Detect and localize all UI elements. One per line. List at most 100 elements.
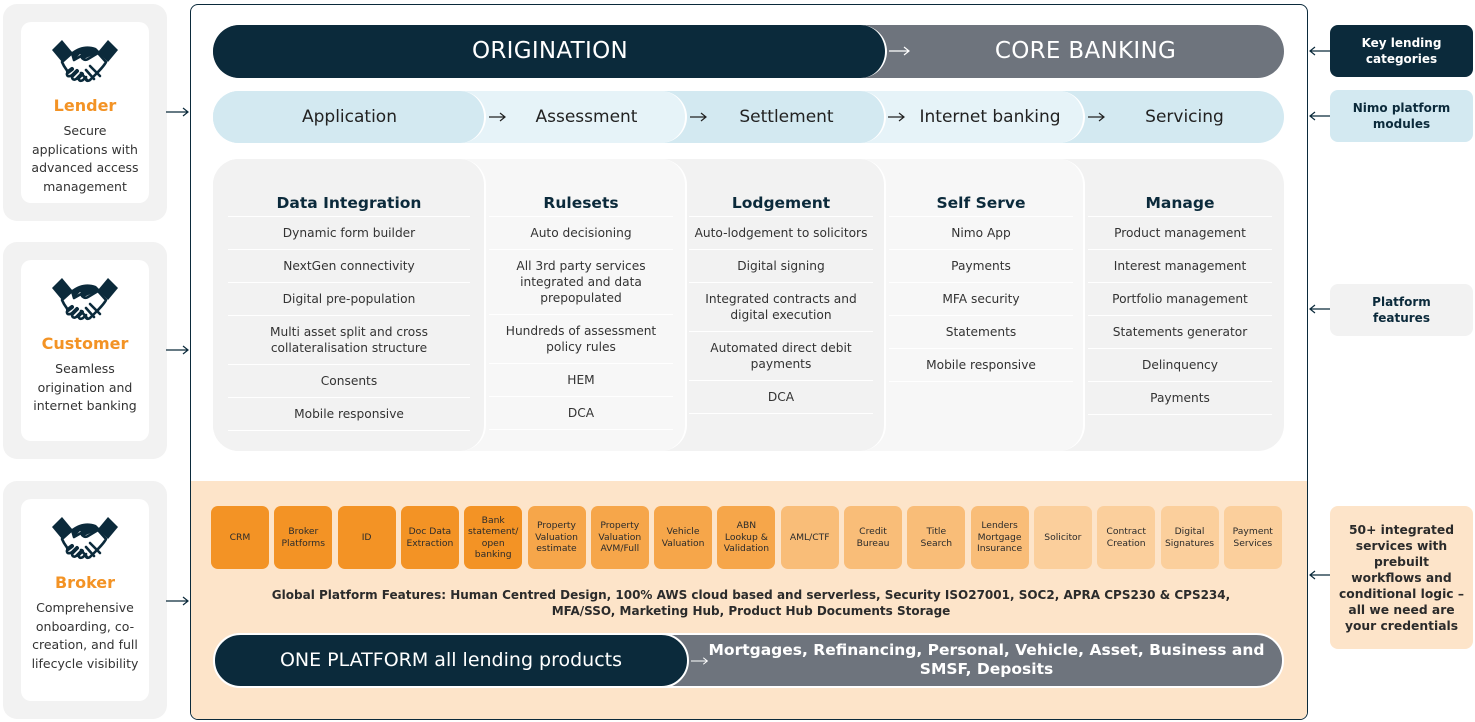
one-platform-pill (213, 633, 689, 688)
persona-title: Lender (53, 96, 117, 115)
handshake-icon (50, 274, 120, 330)
legend-label: Nimo platform modules (1352, 101, 1451, 131)
feature-column-title: Rulesets (489, 189, 673, 217)
feature-item: All 3rd party services integrated and da… (489, 250, 673, 315)
feature-item: Integrated contracts and digital executi… (689, 283, 873, 332)
feature-item: Digital pre-population (228, 283, 470, 316)
origination-label: ORIGINATION (471, 38, 629, 64)
arrow-left-icon (1308, 111, 1332, 121)
category-origination (213, 25, 887, 78)
legend-platform-features: Platform features (1330, 284, 1473, 336)
module-label: Internet banking (919, 107, 1061, 127)
integration-tile: Lenders Mortgage Insurance (970, 506, 1029, 569)
legend-label: 50+ integrated services with prebuilt wo… (1339, 522, 1464, 633)
integration-tile: CRM (211, 506, 269, 569)
arrow-left-icon (1308, 46, 1332, 56)
persona-card: Customer Seamless origination and intern… (21, 260, 149, 441)
feature-item: Statements generator (1088, 316, 1272, 349)
arrow-left-icon (1308, 570, 1332, 580)
feature-item: Consents (228, 365, 470, 398)
arrow-left-icon (1308, 304, 1332, 314)
integration-tile: Vehicle Valuation (654, 506, 713, 569)
global-platform-features: Global Platform Features: Human Centred … (271, 588, 1231, 618)
feature-item: Digital signing (689, 250, 873, 283)
feature-item: Auto-lodgement to solicitors (689, 217, 873, 250)
integration-tile: Payment Services (1223, 506, 1282, 569)
legend-label: Key lending categories (1361, 36, 1442, 66)
integration-tile: Solicitor (1033, 506, 1092, 569)
feature-item: DCA (689, 381, 873, 414)
persona-description: Secure applications with advanced access… (31, 123, 139, 194)
module-label: Servicing (1145, 107, 1224, 127)
legend-key-lending-categories: Key lending categories (1330, 25, 1473, 77)
feature-item: Mobile responsive (228, 398, 470, 431)
feature-item: Mobile responsive (889, 349, 1073, 382)
module-label: Application (302, 107, 397, 127)
category-bar: ORIGINATION CORE BANKING (213, 25, 1284, 78)
core-banking-label: CORE BANKING (994, 38, 1177, 64)
persona-description: Seamless origination and internet bankin… (33, 361, 137, 413)
integration-tile: ABN Lookup & Validation (717, 506, 776, 569)
feature-item: Auto decisioning (489, 217, 673, 250)
feature-item: Payments (1088, 382, 1272, 415)
feature-column-title: Manage (1088, 189, 1272, 217)
persona-lender: Lender Secure applications with advanced… (3, 4, 167, 221)
feature-item: Automated direct debit payments (689, 332, 873, 381)
feature-item: Portfolio management (1088, 283, 1272, 316)
integration-tile: Bank statement/ open banking (464, 506, 523, 569)
integration-tile: Contract Creation (1097, 506, 1156, 569)
persona-title: Broker (54, 573, 116, 592)
handshake-icon (50, 36, 120, 92)
column-bg-data-integration (213, 159, 486, 451)
platform-frame: ORIGINATION CORE BANKING Application Ass… (190, 4, 1308, 720)
arrow-right-icon (888, 112, 906, 122)
integration-tile: Property Valuation AVM/Full (590, 506, 649, 569)
feature-item: Interest management (1088, 250, 1272, 283)
feature-item: MFA security (889, 283, 1073, 316)
module-label: Assessment (535, 107, 638, 127)
integration-tile: Digital Signatures (1160, 506, 1219, 569)
products-bar: ONE PLATFORM all lending products Mortga… (213, 633, 1284, 688)
feature-item: NextGen connectivity (228, 250, 470, 283)
persona-title: Customer (41, 334, 129, 353)
feature-column-title: Self Serve (889, 189, 1073, 217)
feature-item: Nimo App (889, 217, 1073, 250)
persona-card: Lender Secure applications with advanced… (21, 22, 149, 203)
integration-tile: AML/CTF (780, 506, 839, 569)
feature-item: Dynamic form builder (228, 217, 470, 250)
module-label: Settlement (739, 107, 834, 127)
feature-item: HEM (489, 364, 673, 397)
integration-tile: Title Search (907, 506, 966, 569)
feature-item: DCA (489, 397, 673, 430)
integration-tile: ID (337, 506, 396, 569)
feature-column-title: Lodgement (689, 189, 873, 217)
persona-customer: Customer Seamless origination and intern… (3, 242, 167, 459)
feature-item: Delinquency (1088, 349, 1272, 382)
legend-label: Platform features (1372, 295, 1431, 325)
integration-tile: Credit Bureau (844, 506, 902, 569)
modules-bar: Application Assessment Settlement Intern… (213, 91, 1284, 143)
arrow-right-icon (166, 107, 190, 117)
feature-item: Multi asset split and cross collateralis… (228, 316, 470, 365)
persona-card: Broker Comprehensive onboarding, co-crea… (21, 499, 149, 701)
feature-item: Payments (889, 250, 1073, 283)
arrow-right-icon (166, 596, 190, 606)
one-platform-label: ONE PLATFORM all lending products (279, 649, 623, 671)
feature-item: Statements (889, 316, 1073, 349)
integration-tile: Property Valuation estimate (527, 506, 586, 569)
integration-tile: Doc Data Extraction (400, 506, 459, 569)
persona-broker: Broker Comprehensive onboarding, co-crea… (3, 481, 167, 719)
legend-integrated-services: 50+ integrated services with prebuilt wo… (1330, 506, 1473, 649)
module-application (213, 91, 486, 143)
feature-item: Product management (1088, 217, 1272, 250)
products-list-label: Mortgages, Refinancing, Personal, Vehicl… (708, 641, 1265, 678)
persona-description: Comprehensive onboarding, co-creation, a… (31, 600, 139, 671)
feature-item: Hundreds of assessment policy rules (489, 315, 673, 364)
